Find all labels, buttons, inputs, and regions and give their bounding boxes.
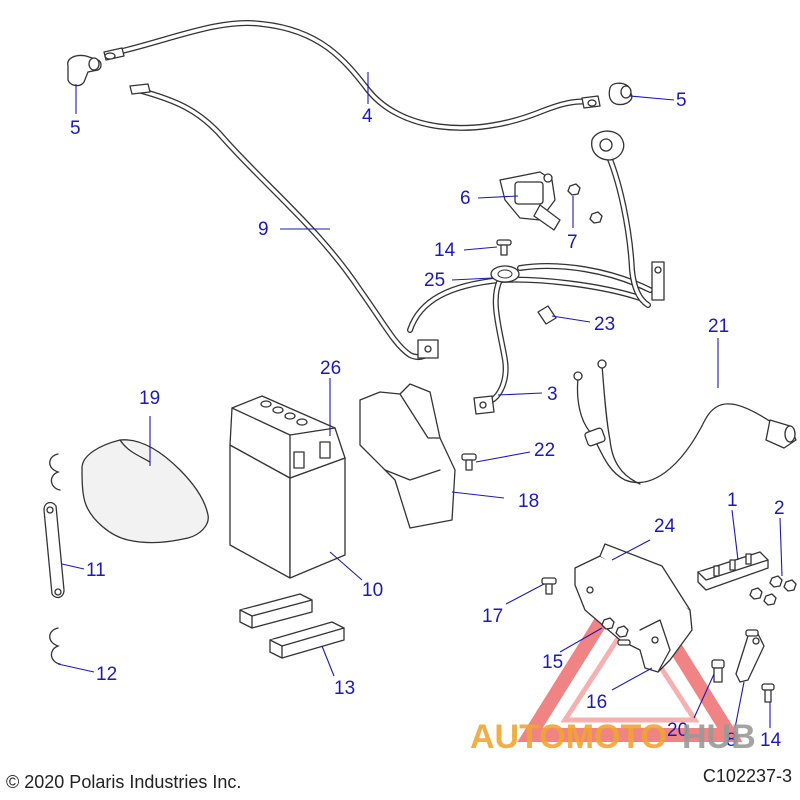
callout-22: 22: [534, 440, 555, 461]
screw-14-lower: [761, 683, 775, 703]
callout-23: 23: [594, 314, 615, 335]
callout-6: 6: [460, 188, 471, 209]
callout-20: 20: [667, 720, 688, 741]
callout-15: 15: [542, 652, 563, 673]
callout-14-lower: 14: [760, 730, 782, 751]
callout-8: 8: [726, 730, 737, 751]
callout-19: 19: [139, 388, 160, 409]
terminal-boot-right: [608, 82, 633, 106]
callout-11: 11: [86, 560, 106, 581]
nuts-15: [601, 617, 631, 646]
clip-23: [537, 305, 557, 325]
callout-labels: 1 2 3 4 5 5 6 7 8 9 10 11 12 13 14 14 15…: [70, 90, 785, 751]
callout-5-right: 5: [676, 90, 687, 111]
foam-block-upper: [239, 593, 313, 629]
callout-26: 26: [320, 358, 341, 379]
callout-16: 16: [586, 692, 607, 713]
terminal-boot-left: [67, 54, 102, 87]
wire-harness: [407, 263, 653, 415]
screw-22: [461, 453, 477, 471]
retaining-clip-upper: [49, 453, 61, 491]
callout-17: 17: [482, 606, 503, 627]
foam-block-lower: [269, 621, 345, 659]
callout-14-upper: 14: [434, 240, 456, 261]
battery: [229, 395, 346, 579]
retaining-clip-lower: [49, 627, 61, 665]
callout-5-left: 5: [70, 118, 81, 139]
callout-3: 3: [547, 384, 558, 405]
copyright-text: © 2020 Polaris Industries Inc.: [6, 772, 242, 792]
ground-strap: [735, 629, 765, 683]
callout-25: 25: [424, 270, 445, 291]
callout-18: 18: [518, 491, 539, 512]
watermark-text-hub: HUB: [682, 718, 756, 756]
callout-2: 2: [774, 498, 785, 519]
accessory-harness: [573, 359, 797, 485]
starter-solenoid: [499, 171, 561, 231]
mounting-bracket: [574, 543, 693, 673]
screw-14-upper: [496, 239, 512, 256]
negative-battery-cable: [129, 83, 439, 360]
watermark-logo: [517, 561, 743, 742]
battery-strap: [43, 501, 65, 599]
callout-1: 1: [727, 490, 738, 511]
callout-10: 10: [362, 580, 383, 601]
callout-7: 7: [567, 232, 578, 253]
terminal-block: [697, 551, 769, 591]
starter-cable: [591, 130, 665, 308]
callout-4: 4: [362, 106, 373, 127]
figure-id: C102237-3: [702, 766, 792, 786]
watermark-text: AUTOMOTO HUB: [470, 718, 756, 756]
positive-battery-cable: [103, 20, 601, 131]
callout-12: 12: [96, 664, 117, 685]
screw-17: [541, 577, 557, 595]
callout-9: 9: [258, 219, 269, 240]
bolt-20: [711, 659, 725, 683]
watermark-text-automoto: AUTOMOTO: [470, 718, 667, 756]
callout-24: 24: [654, 516, 676, 537]
battery-cover: [359, 383, 456, 529]
leader-lines: [57, 72, 783, 729]
callout-13: 13: [334, 678, 355, 699]
nuts-2: [749, 575, 797, 606]
nuts-7: [567, 183, 603, 224]
callout-21: 21: [708, 316, 729, 337]
battery-pad: [81, 439, 209, 544]
